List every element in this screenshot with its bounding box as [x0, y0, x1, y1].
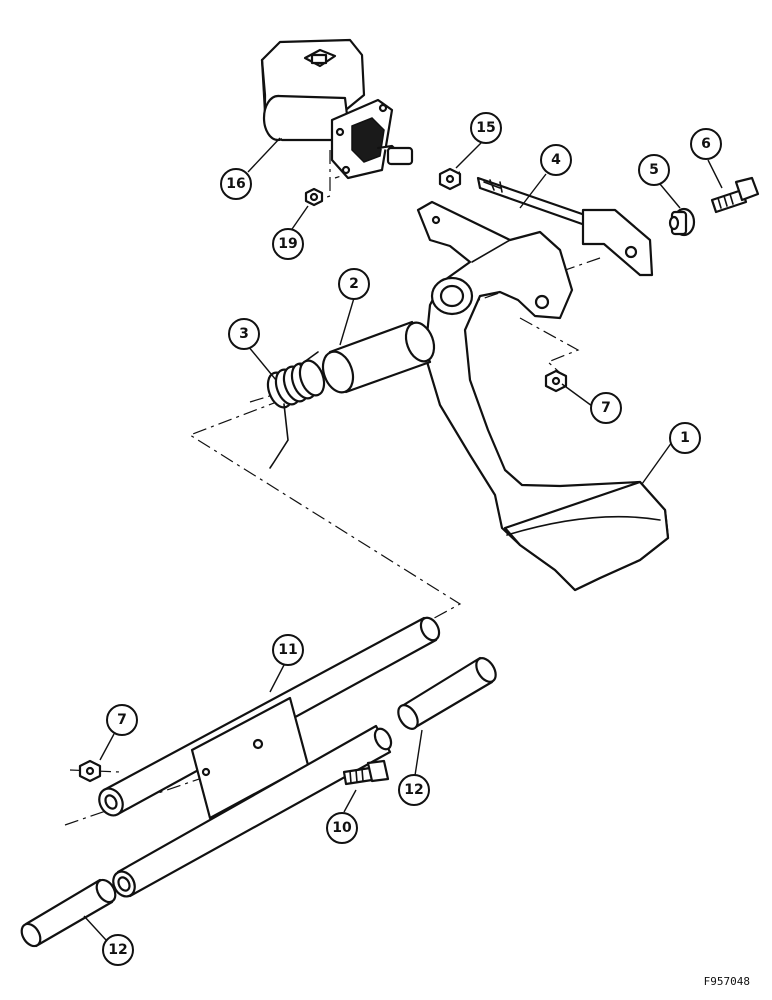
callout-7-upper: 7 [590, 392, 622, 424]
callout-label: 12 [404, 782, 423, 798]
callout-label: 12 [108, 942, 127, 958]
callout-label: 15 [476, 120, 495, 136]
nut-part-7-lower [78, 759, 102, 783]
callout-10: 10 [326, 812, 358, 844]
master-cylinder [260, 38, 414, 180]
callout-4: 4 [540, 144, 572, 176]
callout-label: 1 [680, 430, 690, 446]
callout-12-upper: 12 [398, 774, 430, 806]
sleeve-lower [20, 878, 117, 948]
callout-label: 2 [349, 276, 359, 292]
callout-5: 5 [638, 154, 670, 186]
nut-part-15 [438, 167, 462, 191]
callout-11: 11 [272, 634, 304, 666]
callout-label: 11 [278, 642, 297, 658]
callout-1: 1 [669, 422, 701, 454]
callout-label: 6 [701, 136, 711, 152]
push-rod [476, 176, 654, 277]
bolt-part-10 [342, 759, 390, 786]
callout-label: 3 [239, 326, 249, 342]
figure-id: F957048 [703, 975, 750, 988]
callout-2: 2 [338, 268, 370, 300]
bolt-part-6 [710, 176, 760, 214]
callout-15: 15 [470, 112, 502, 144]
bushing-part-5 [668, 207, 696, 237]
nut-part-7-upper [544, 369, 568, 393]
nut-part-19 [304, 187, 324, 207]
callout-label: 5 [649, 162, 659, 178]
callout-label: 19 [278, 236, 297, 252]
callout-19: 19 [272, 228, 304, 260]
callout-leaders [83, 137, 723, 941]
sleeve-upper [397, 656, 497, 730]
callout-label: 16 [226, 176, 245, 192]
callout-label: 10 [332, 820, 352, 836]
callout-16: 16 [220, 168, 252, 200]
callout-7-lower: 7 [106, 704, 138, 736]
callout-12-lower: 12 [102, 934, 134, 966]
callout-label: 4 [551, 152, 561, 168]
return-spring [266, 351, 326, 469]
callout-3: 3 [228, 318, 260, 350]
callout-6: 6 [690, 128, 722, 160]
pivot-sleeve [321, 320, 436, 394]
cross-shaft-assembly [98, 616, 441, 898]
callout-label: 7 [601, 400, 611, 416]
callout-label: 7 [117, 712, 127, 728]
